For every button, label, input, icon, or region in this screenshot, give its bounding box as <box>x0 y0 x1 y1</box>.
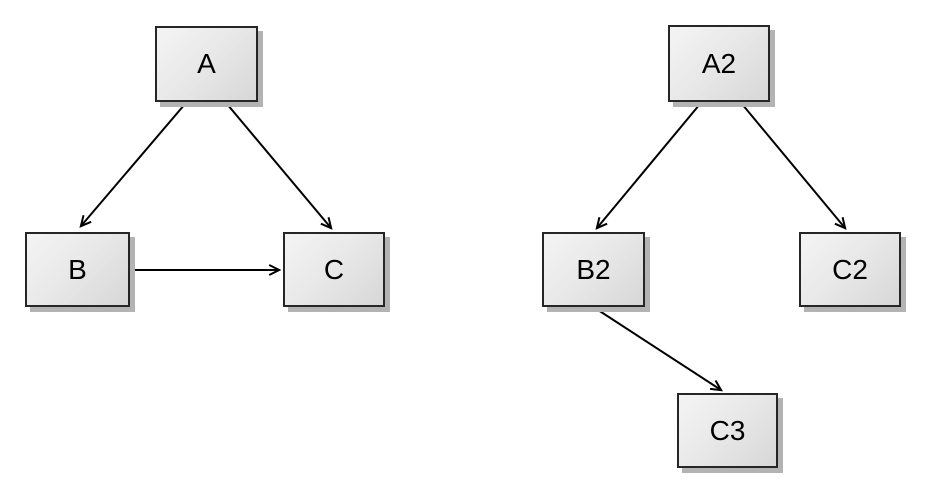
node-A: A <box>155 26 258 102</box>
node-A2: A2 <box>668 25 770 102</box>
node-C: C <box>283 232 385 307</box>
node-B-label: B <box>68 253 87 285</box>
edge-A-B <box>79 103 186 228</box>
node-C-label: C <box>323 253 345 285</box>
node-B2: B2 <box>542 232 645 307</box>
edge-A-C <box>226 103 333 230</box>
edge-A2-C2 <box>741 103 847 230</box>
node-C3: C3 <box>677 393 778 468</box>
node-C2-label: C2 <box>832 253 868 285</box>
node-C3-label: C3 <box>709 414 746 446</box>
node-C2: C2 <box>799 232 901 307</box>
edge-B2-C3 <box>594 307 724 392</box>
node-B: B <box>25 232 130 307</box>
node-B2-label: B2 <box>576 253 611 285</box>
node-A2-label: A2 <box>701 47 737 79</box>
node-A-label: A <box>197 48 216 79</box>
edge-A2-B2 <box>595 103 701 230</box>
